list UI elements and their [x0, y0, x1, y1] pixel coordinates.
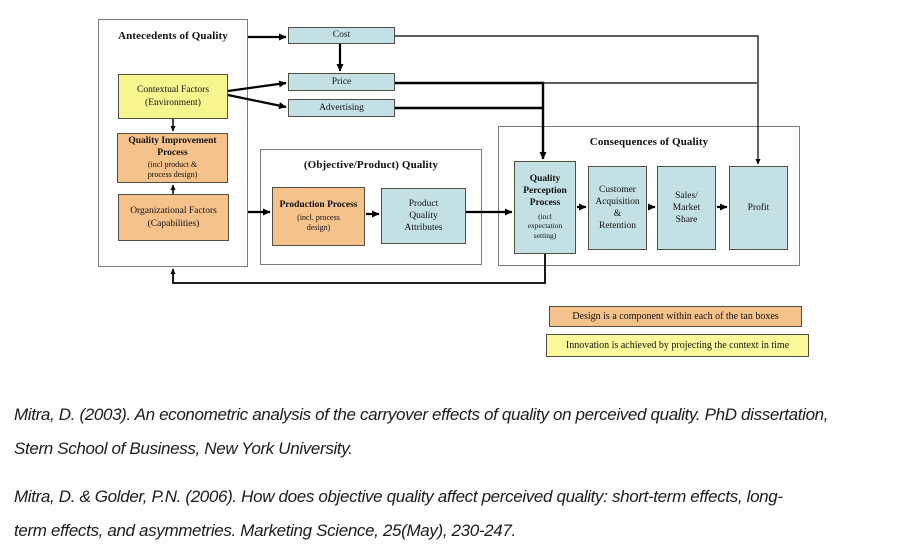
product-quality-attributes-label: Product Quality Attributes: [404, 198, 443, 234]
sales-market-share-box: Sales/ Market Share: [657, 166, 716, 250]
contextual-factors-box: Contextual Factors (Environment): [118, 74, 228, 119]
profit-label: Profit: [747, 202, 770, 213]
legend-innovation-note-label: Innovation is achieved by projecting the…: [565, 339, 790, 351]
antecedents-title: Antecedents of Quality: [118, 30, 228, 42]
citations: Mitra, D. (2003). An econometric analysi…: [14, 398, 900, 558]
production-process-subtitle: (incl. process design): [297, 212, 340, 232]
citation-mitra-2003: Mitra, D. (2003). An econometric analysi…: [14, 405, 829, 458]
contextual-factors-label: Contextual Factors (Environment): [136, 85, 210, 108]
legend-design-note: Design is a component within each of the…: [549, 306, 802, 327]
customer-acquisition-box: Customer Acquisition & Retention: [588, 166, 647, 250]
customer-acquisition-label: Customer Acquisition & Retention: [595, 184, 640, 232]
cost-label: Cost: [332, 30, 351, 41]
quality-improvement-subtitle: (incl product & process design): [147, 160, 198, 180]
consequences-title: Consequences of Quality: [589, 136, 709, 148]
organizational-factors-label: Organizational Factors (Capabilities): [130, 206, 217, 229]
legend-innovation-note: Innovation is achieved by projecting the…: [546, 334, 809, 357]
product-quality-attributes-box: Product Quality Attributes: [381, 188, 466, 244]
quality-perception-subtitle: (incl expectation setting): [527, 211, 563, 241]
quality-perception-title: Quality Perception Process: [523, 174, 567, 208]
cost-box: Cost: [288, 27, 395, 44]
quality-perception-box: Quality Perception Process (incl expecta…: [514, 161, 576, 254]
profit-box: Profit: [729, 166, 788, 250]
sales-market-share-label: Sales/ Market Share: [672, 190, 701, 226]
legend-design-note-label: Design is a component within each of the…: [572, 310, 779, 322]
organizational-factors-box: Organizational Factors (Capabilities): [118, 194, 229, 241]
quality-improvement-box: Quality Improvement Process (incl produc…: [117, 133, 228, 183]
advertising-label: Advertising: [319, 102, 364, 113]
advertising-box: Advertising: [288, 99, 395, 117]
objective-quality-title: (Objective/Product) Quality: [303, 159, 439, 171]
quality-improvement-title: Quality Improvement Process: [128, 135, 217, 158]
price-box: Price: [288, 73, 395, 91]
production-process-box: Production Process (incl. process design…: [272, 187, 365, 246]
price-label: Price: [331, 76, 352, 87]
production-process-title: Production Process: [279, 200, 358, 211]
citation-mitra-golder-2006: Mitra, D. & Golder, P.N. (2006). How doe…: [14, 487, 783, 540]
